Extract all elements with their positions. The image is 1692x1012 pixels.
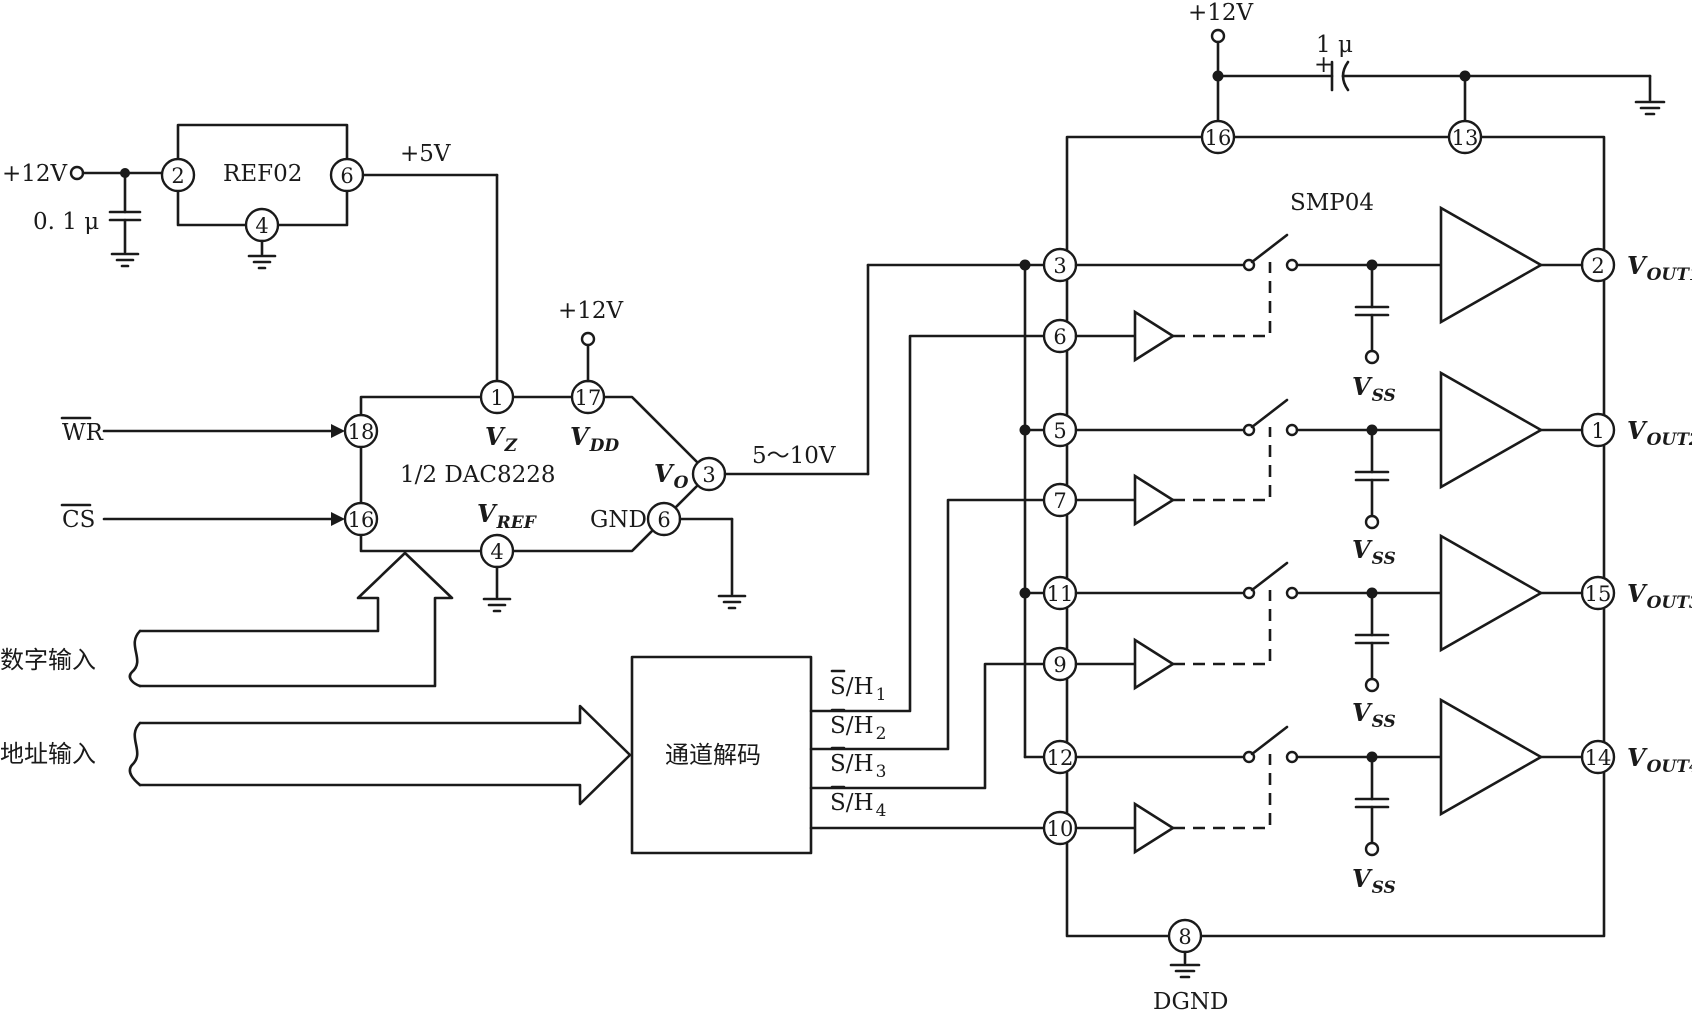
decoder-block [630, 655, 813, 855]
vss-label: VSS [1352, 372, 1396, 406]
ref02-pin: 6 [340, 164, 353, 188]
ground-symbol [110, 252, 140, 268]
dac-gnd-label: GND [590, 507, 647, 533]
smp04-in-pin: 3 [1053, 254, 1066, 278]
ref02-name: REF02 [223, 161, 302, 187]
smp04-out-pin: 1 [1591, 419, 1604, 443]
decoder-label: 通道解码 [665, 741, 761, 769]
ground-symbol [482, 597, 512, 613]
smp04-supply-label: +12V [1188, 0, 1254, 26]
dac-vz-label: VZ [485, 422, 518, 456]
address-input-label: 地址输入 [0, 740, 96, 768]
ref02-section: +12V 0. 1 μ REF02 2 6 4 +5V [2, 123, 499, 382]
smp04-pin: 16 [1205, 126, 1232, 150]
dac-supply-label: +12V [558, 298, 624, 324]
dac-output-range: 5～10V [752, 443, 836, 469]
dac-vdd-label: VDD [570, 422, 619, 456]
channel-1: VSS [1074, 205, 1584, 406]
buffer-amp-2 [1439, 370, 1544, 490]
ref02-cap-label: 0. 1 μ [33, 209, 99, 235]
dac-vref-label: VREF [477, 499, 538, 533]
vout1-label: VOUT1 [1627, 251, 1692, 285]
dac-vo-label: VO [654, 459, 689, 493]
smp04-in-pin: 5 [1053, 419, 1066, 443]
dac-pin: 6 [657, 508, 670, 532]
ground-symbol [1634, 100, 1666, 116]
dac-pin: 18 [348, 420, 375, 444]
smp04-pin: 13 [1452, 126, 1479, 150]
smp04-out-pin: 14 [1585, 746, 1612, 770]
dac-pin: 17 [575, 386, 602, 410]
input-signals: WR CS 数字输入 地址输入 [0, 416, 632, 806]
ref02-pin: 2 [171, 164, 184, 188]
dac-name: 1/2 DAC8228 [400, 462, 556, 488]
channel-3: VSS [1074, 533, 1584, 732]
digital-input-label: 数字输入 [0, 646, 96, 674]
smp04-ctrl-pin: 9 [1053, 653, 1066, 677]
ref02-output-label: +5V [400, 141, 451, 167]
vout2-label: VOUT2 [1627, 416, 1692, 450]
smp04-cap-label: 1 μ [1316, 32, 1353, 58]
smp04-ctrl-pin: 7 [1053, 489, 1066, 513]
smp04-name: SMP04 [1290, 190, 1374, 216]
wr-label: WR [62, 420, 104, 446]
vss-label: VSS [1352, 864, 1396, 898]
buffer-amp-4 [1439, 697, 1544, 817]
smp04-section: SMP04 +12V 1 μ + 16 13 8 [1019, 0, 1692, 1012]
smp04-chip [1065, 135, 1606, 938]
vss-label: VSS [1352, 698, 1396, 732]
dac-pin: 4 [490, 540, 503, 564]
dac-pin: 16 [348, 508, 375, 532]
digital-input-bus [138, 551, 454, 688]
smp04-in-pin: 11 [1047, 582, 1074, 606]
buffer-amp-3 [1439, 533, 1544, 653]
smp04-ctrl-pin: 6 [1053, 325, 1066, 349]
dac-section: 1/2 DAC8228 1 17 18 16 3 6 4 VZ VDD VO V… [343, 263, 1046, 613]
smp04-pin: 8 [1178, 925, 1191, 949]
smp04-ctrl-pin: 10 [1047, 817, 1074, 841]
buffer-amp-1 [1439, 205, 1544, 325]
ground-symbol [717, 594, 747, 610]
supply-terminal [69, 165, 85, 181]
vout4-label: VOUT4 [1627, 743, 1692, 777]
address-input-bus [138, 704, 632, 806]
dac-pin: 1 [490, 386, 503, 410]
smp04-gnd-label: DGND [1153, 989, 1228, 1012]
ground-symbol [1169, 963, 1201, 979]
smp04-out-pin: 2 [1591, 254, 1604, 278]
ref02-supply-label: +12V [2, 161, 68, 187]
channel-4: VSS [1074, 697, 1584, 898]
ground-symbol [247, 254, 277, 270]
vout3-label: VOUT3 [1627, 579, 1692, 613]
ref02-pin: 4 [255, 214, 268, 238]
smp04-in-pin: 12 [1047, 746, 1074, 770]
cap-polarity: + [1314, 52, 1333, 78]
channel-2: VSS [1074, 370, 1584, 569]
smp04-out-pin: 15 [1585, 582, 1612, 606]
dac-pin: 3 [702, 463, 715, 487]
vss-label: VSS [1352, 535, 1396, 569]
cs-label: CS [62, 507, 95, 533]
